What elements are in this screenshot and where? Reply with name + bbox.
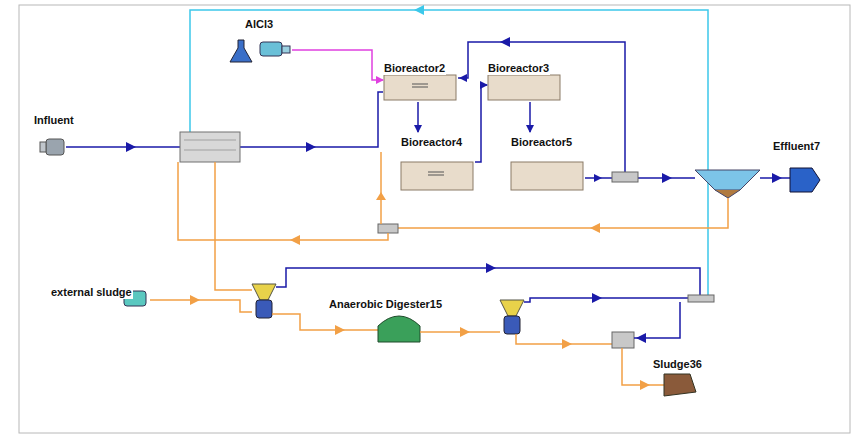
sludge-line [272, 314, 378, 330]
arrow-head [594, 174, 602, 182]
bioreactor-tank [488, 75, 560, 100]
arrow-head [590, 223, 600, 233]
thickener [252, 284, 276, 300]
sludge-line [378, 233, 388, 240]
sludge-icon [664, 374, 696, 396]
process-unit: Bioreactor2 [383, 58, 458, 102]
process-unit: Sludge36 [652, 354, 712, 398]
unit-label: Sludge36 [652, 358, 703, 371]
mixer [688, 295, 714, 302]
arrow-head [190, 295, 200, 305]
process-unit: Bioreactor4 [400, 132, 475, 192]
arrow-head [662, 173, 672, 183]
arrow-head [636, 333, 646, 343]
process-unit: Bioreactor5 [510, 132, 585, 192]
flow-connector [292, 50, 383, 80]
arrow-head [376, 192, 386, 200]
splitter [378, 224, 398, 233]
flow-connector [529, 102, 531, 132]
bioreactor-tank [384, 75, 456, 100]
filtrate-line [524, 298, 690, 302]
flow-connector [417, 102, 419, 132]
process-unit: AlCl3 [226, 14, 292, 64]
unit-label: AlCl3 [244, 18, 274, 31]
unit-label: Bioreactor3 [487, 62, 550, 75]
arrow-head [500, 37, 510, 47]
recycle-line [458, 42, 625, 172]
influent-icon [46, 139, 64, 155]
process-unit: Anaerobic Digester15 [328, 294, 458, 344]
influent-icon [40, 142, 46, 152]
overflow-line [276, 268, 700, 296]
process-unit: Effluent7 [772, 136, 828, 194]
splitter [612, 172, 638, 182]
dewatering-unit [612, 332, 634, 348]
flow-line [240, 92, 383, 147]
sludge-line [150, 300, 252, 312]
aerator [412, 84, 428, 87]
flow-connector [475, 85, 487, 162]
sludge-line [398, 198, 728, 228]
unit-label: Influent [33, 114, 75, 127]
unit-label: Bioreactor4 [400, 136, 463, 149]
arrow-head [592, 293, 602, 303]
reject-line [190, 10, 708, 298]
arrow-head [414, 5, 424, 15]
flask-icon [230, 40, 252, 62]
arrow-head [460, 327, 470, 337]
process-unit: Influent [33, 110, 83, 160]
digester [378, 316, 420, 342]
arrow-head [562, 339, 572, 349]
secondary-clarifier [715, 190, 740, 198]
sludge-line [178, 162, 378, 240]
aerator [428, 172, 444, 175]
arrow-head [486, 263, 496, 273]
process-unit: external sludge [50, 282, 150, 310]
arrow-head [459, 74, 467, 82]
arrow-head [335, 325, 345, 335]
sludge-line [380, 152, 382, 224]
primary-clarifier [180, 132, 240, 162]
unit-label: Effluent7 [772, 140, 821, 153]
arrow-head [126, 142, 136, 152]
dosing-icon [282, 46, 290, 53]
arrow-head [772, 173, 782, 183]
bioreactor-tank [401, 162, 473, 190]
unit-label: Anaerobic Digester15 [328, 298, 443, 311]
bioreactor-tank [511, 162, 583, 190]
flow-line [66, 146, 180, 148]
unit-label: Bioreactor2 [383, 62, 446, 75]
unit-label: Bioreactor5 [510, 136, 573, 149]
thickener [256, 300, 272, 318]
process-unit: Bioreactor3 [487, 58, 562, 102]
frame [19, 5, 850, 433]
arrow-head [290, 235, 300, 245]
sludge-line [215, 162, 252, 290]
effluent-icon [790, 168, 820, 192]
unit-label: external sludge [50, 286, 133, 299]
filtrate-line [634, 302, 680, 338]
dewatering [504, 316, 520, 334]
secondary-clarifier [695, 170, 760, 190]
arrow-head [306, 142, 316, 152]
dosing-icon [260, 42, 282, 56]
primary-clarifier [184, 140, 236, 150]
dewatering [500, 300, 524, 316]
arrow-head [640, 380, 650, 390]
